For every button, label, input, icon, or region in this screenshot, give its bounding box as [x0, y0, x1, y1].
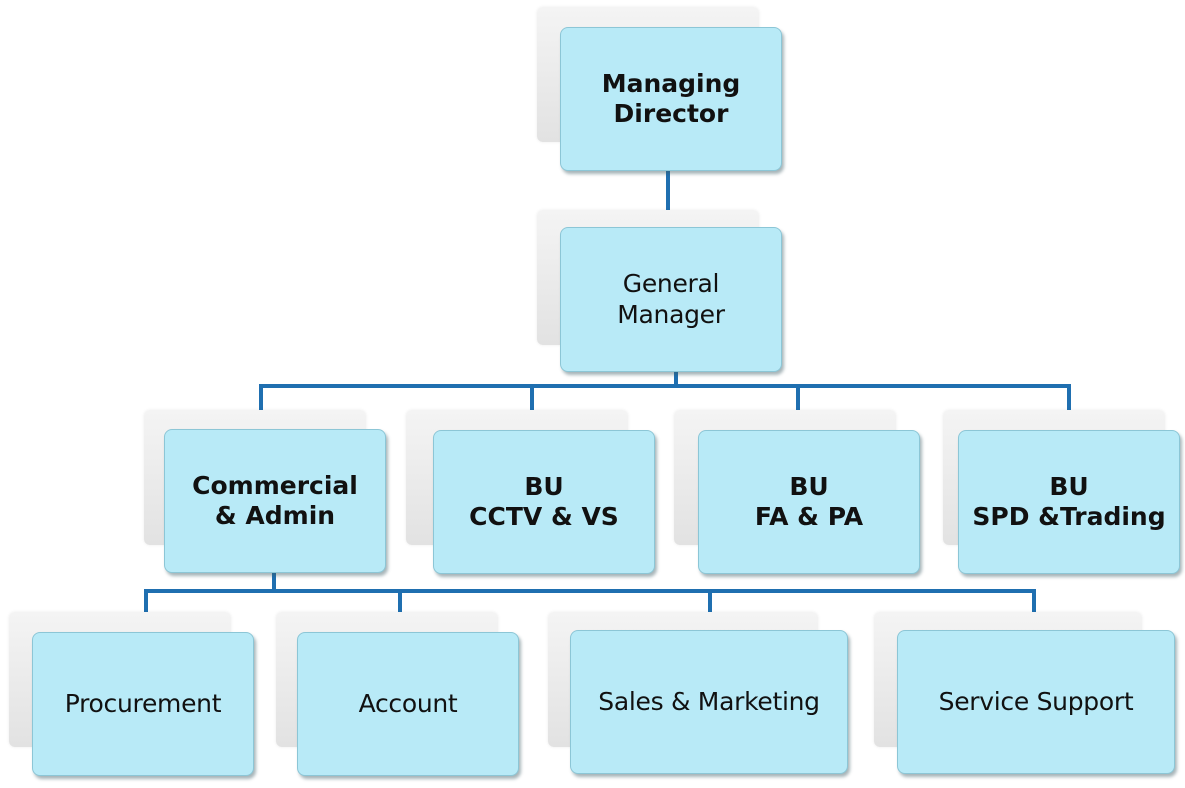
node-commercial-admin[interactable]: Commercial & Admin — [164, 429, 386, 573]
node-label: BU SPD &Trading — [972, 471, 1166, 532]
node-account[interactable]: Account — [297, 632, 519, 776]
node-label: Sales & Marketing — [598, 686, 820, 716]
node-sales-marketing[interactable]: Sales & Marketing — [570, 630, 848, 774]
node-procurement[interactable]: Procurement — [32, 632, 254, 776]
node-managing-director[interactable]: Managing Director — [560, 27, 782, 171]
node-general-manager[interactable]: General Manager — [560, 227, 782, 372]
node-label: Account — [358, 688, 458, 718]
node-bu-cctv-vs[interactable]: BU CCTV & VS — [433, 430, 655, 574]
node-label: Service Support — [938, 686, 1134, 716]
node-bu-spd-trading[interactable]: BU SPD &Trading — [958, 430, 1180, 574]
node-label: BU FA & PA — [754, 471, 864, 532]
node-bu-fa-pa[interactable]: BU FA & PA — [698, 430, 920, 574]
node-label: Managing Director — [601, 68, 741, 129]
node-label: General Manager — [617, 269, 725, 329]
node-label: Commercial & Admin — [192, 470, 358, 531]
node-service-support[interactable]: Service Support — [897, 630, 1175, 774]
node-label: Procurement — [64, 688, 222, 718]
node-label: BU CCTV & VS — [469, 471, 619, 532]
